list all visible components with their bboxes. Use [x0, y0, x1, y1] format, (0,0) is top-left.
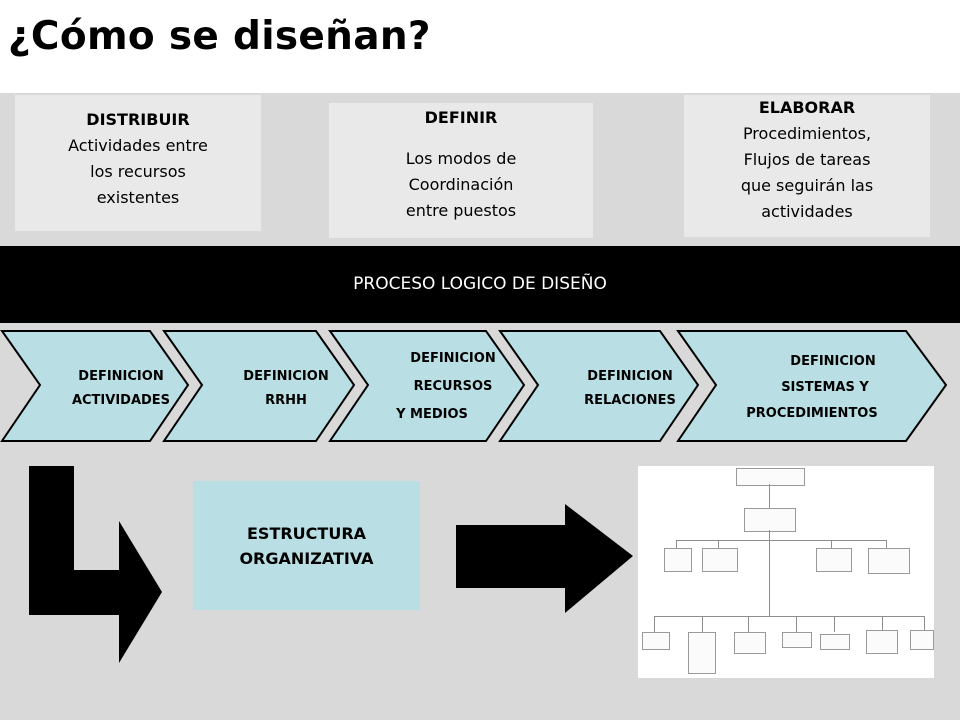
distribuir-line: los recursos — [90, 162, 186, 181]
org-box — [688, 632, 716, 674]
step-3-line-2: RECURSOS — [414, 379, 493, 394]
org-connector — [796, 616, 797, 632]
definir-box: DEFINIR Los modos de Coordinación entre … — [329, 103, 593, 238]
org-connector — [886, 540, 887, 548]
process-band: PROCESO LOGICO DE DISEÑO — [0, 246, 960, 323]
step-4-line-2: RELACIONES — [584, 393, 676, 408]
step-2-line-2: RRHH — [265, 393, 307, 408]
chevron-step-5 — [676, 330, 948, 442]
org-box — [642, 632, 670, 650]
org-box — [734, 632, 766, 654]
elaborar-line: Procedimientos, — [742, 124, 872, 143]
org-connector — [654, 616, 924, 617]
org-connector — [834, 616, 835, 632]
step-1-line-2: ACTIVIDADES — [72, 393, 170, 408]
org-box — [736, 468, 805, 486]
org-connector — [676, 540, 886, 541]
bent-arrow — [29, 466, 162, 663]
org-box — [782, 632, 812, 648]
step-2-line-1: DEFINICION — [243, 369, 328, 384]
step-5-line-1: DEFINICION — [790, 354, 875, 369]
estructura-line-2: ORGANIZATIVA — [239, 548, 374, 568]
definir-line: Los modos de — [405, 149, 517, 168]
org-connector — [831, 540, 832, 548]
distribuir-line: existentes — [96, 188, 180, 207]
estructura-organizativa-box: ESTRUCTURA ORGANIZATIVA — [193, 481, 420, 610]
org-connector — [769, 484, 770, 508]
chevron-step-2 — [162, 330, 356, 442]
chevron-step-1 — [0, 330, 190, 442]
org-connector — [748, 616, 749, 632]
org-box — [868, 548, 910, 574]
definir-line: Coordinación — [408, 175, 514, 194]
distribuir-box: DISTRIBUIR Actividades entre los recurso… — [15, 95, 261, 231]
right-arrow — [456, 504, 633, 613]
org-box — [664, 548, 692, 572]
org-box — [910, 630, 934, 650]
org-box — [702, 548, 738, 572]
org-box — [866, 630, 898, 654]
distribuir-line: Actividades entre — [68, 136, 208, 155]
org-connector — [676, 540, 677, 548]
organization-chart-image — [638, 466, 934, 678]
chevron-step-3 — [328, 330, 526, 442]
step-5-line-3: PROCEDIMIENTOS — [746, 406, 877, 421]
org-connector — [769, 530, 770, 616]
org-connector — [718, 540, 719, 548]
org-connector — [924, 616, 925, 632]
elaborar-line: actividades — [761, 202, 853, 221]
estructura-line-1: ESTRUCTURA — [246, 523, 367, 543]
org-box — [820, 634, 850, 650]
org-connector — [654, 616, 655, 632]
distribuir-heading: DISTRIBUIR — [86, 110, 190, 129]
definir-heading: DEFINIR — [424, 108, 498, 127]
process-band-label: PROCESO LOGICO DE DISEÑO — [353, 273, 607, 294]
elaborar-heading: ELABORAR — [758, 98, 856, 117]
org-connector — [882, 616, 883, 632]
definir-line: entre puestos — [405, 201, 517, 220]
step-5-line-2: SISTEMAS Y — [781, 380, 869, 395]
step-4-line-1: DEFINICION — [587, 369, 672, 384]
step-3-line-1: DEFINICION — [410, 351, 495, 366]
org-connector — [702, 616, 703, 632]
step-1-line-1: DEFINICION — [78, 369, 163, 384]
page-title: ¿Cómo se diseñan? — [8, 14, 431, 59]
elaborar-box: ELABORAR Procedimientos, Flujos de tarea… — [684, 95, 930, 237]
org-box — [744, 508, 796, 532]
elaborar-line: Flujos de tareas — [743, 150, 871, 169]
chevron-step-4 — [498, 330, 700, 442]
elaborar-line: que seguirán las — [740, 176, 874, 195]
step-3-line-3: Y MEDIOS — [395, 407, 468, 422]
org-box — [816, 548, 852, 572]
